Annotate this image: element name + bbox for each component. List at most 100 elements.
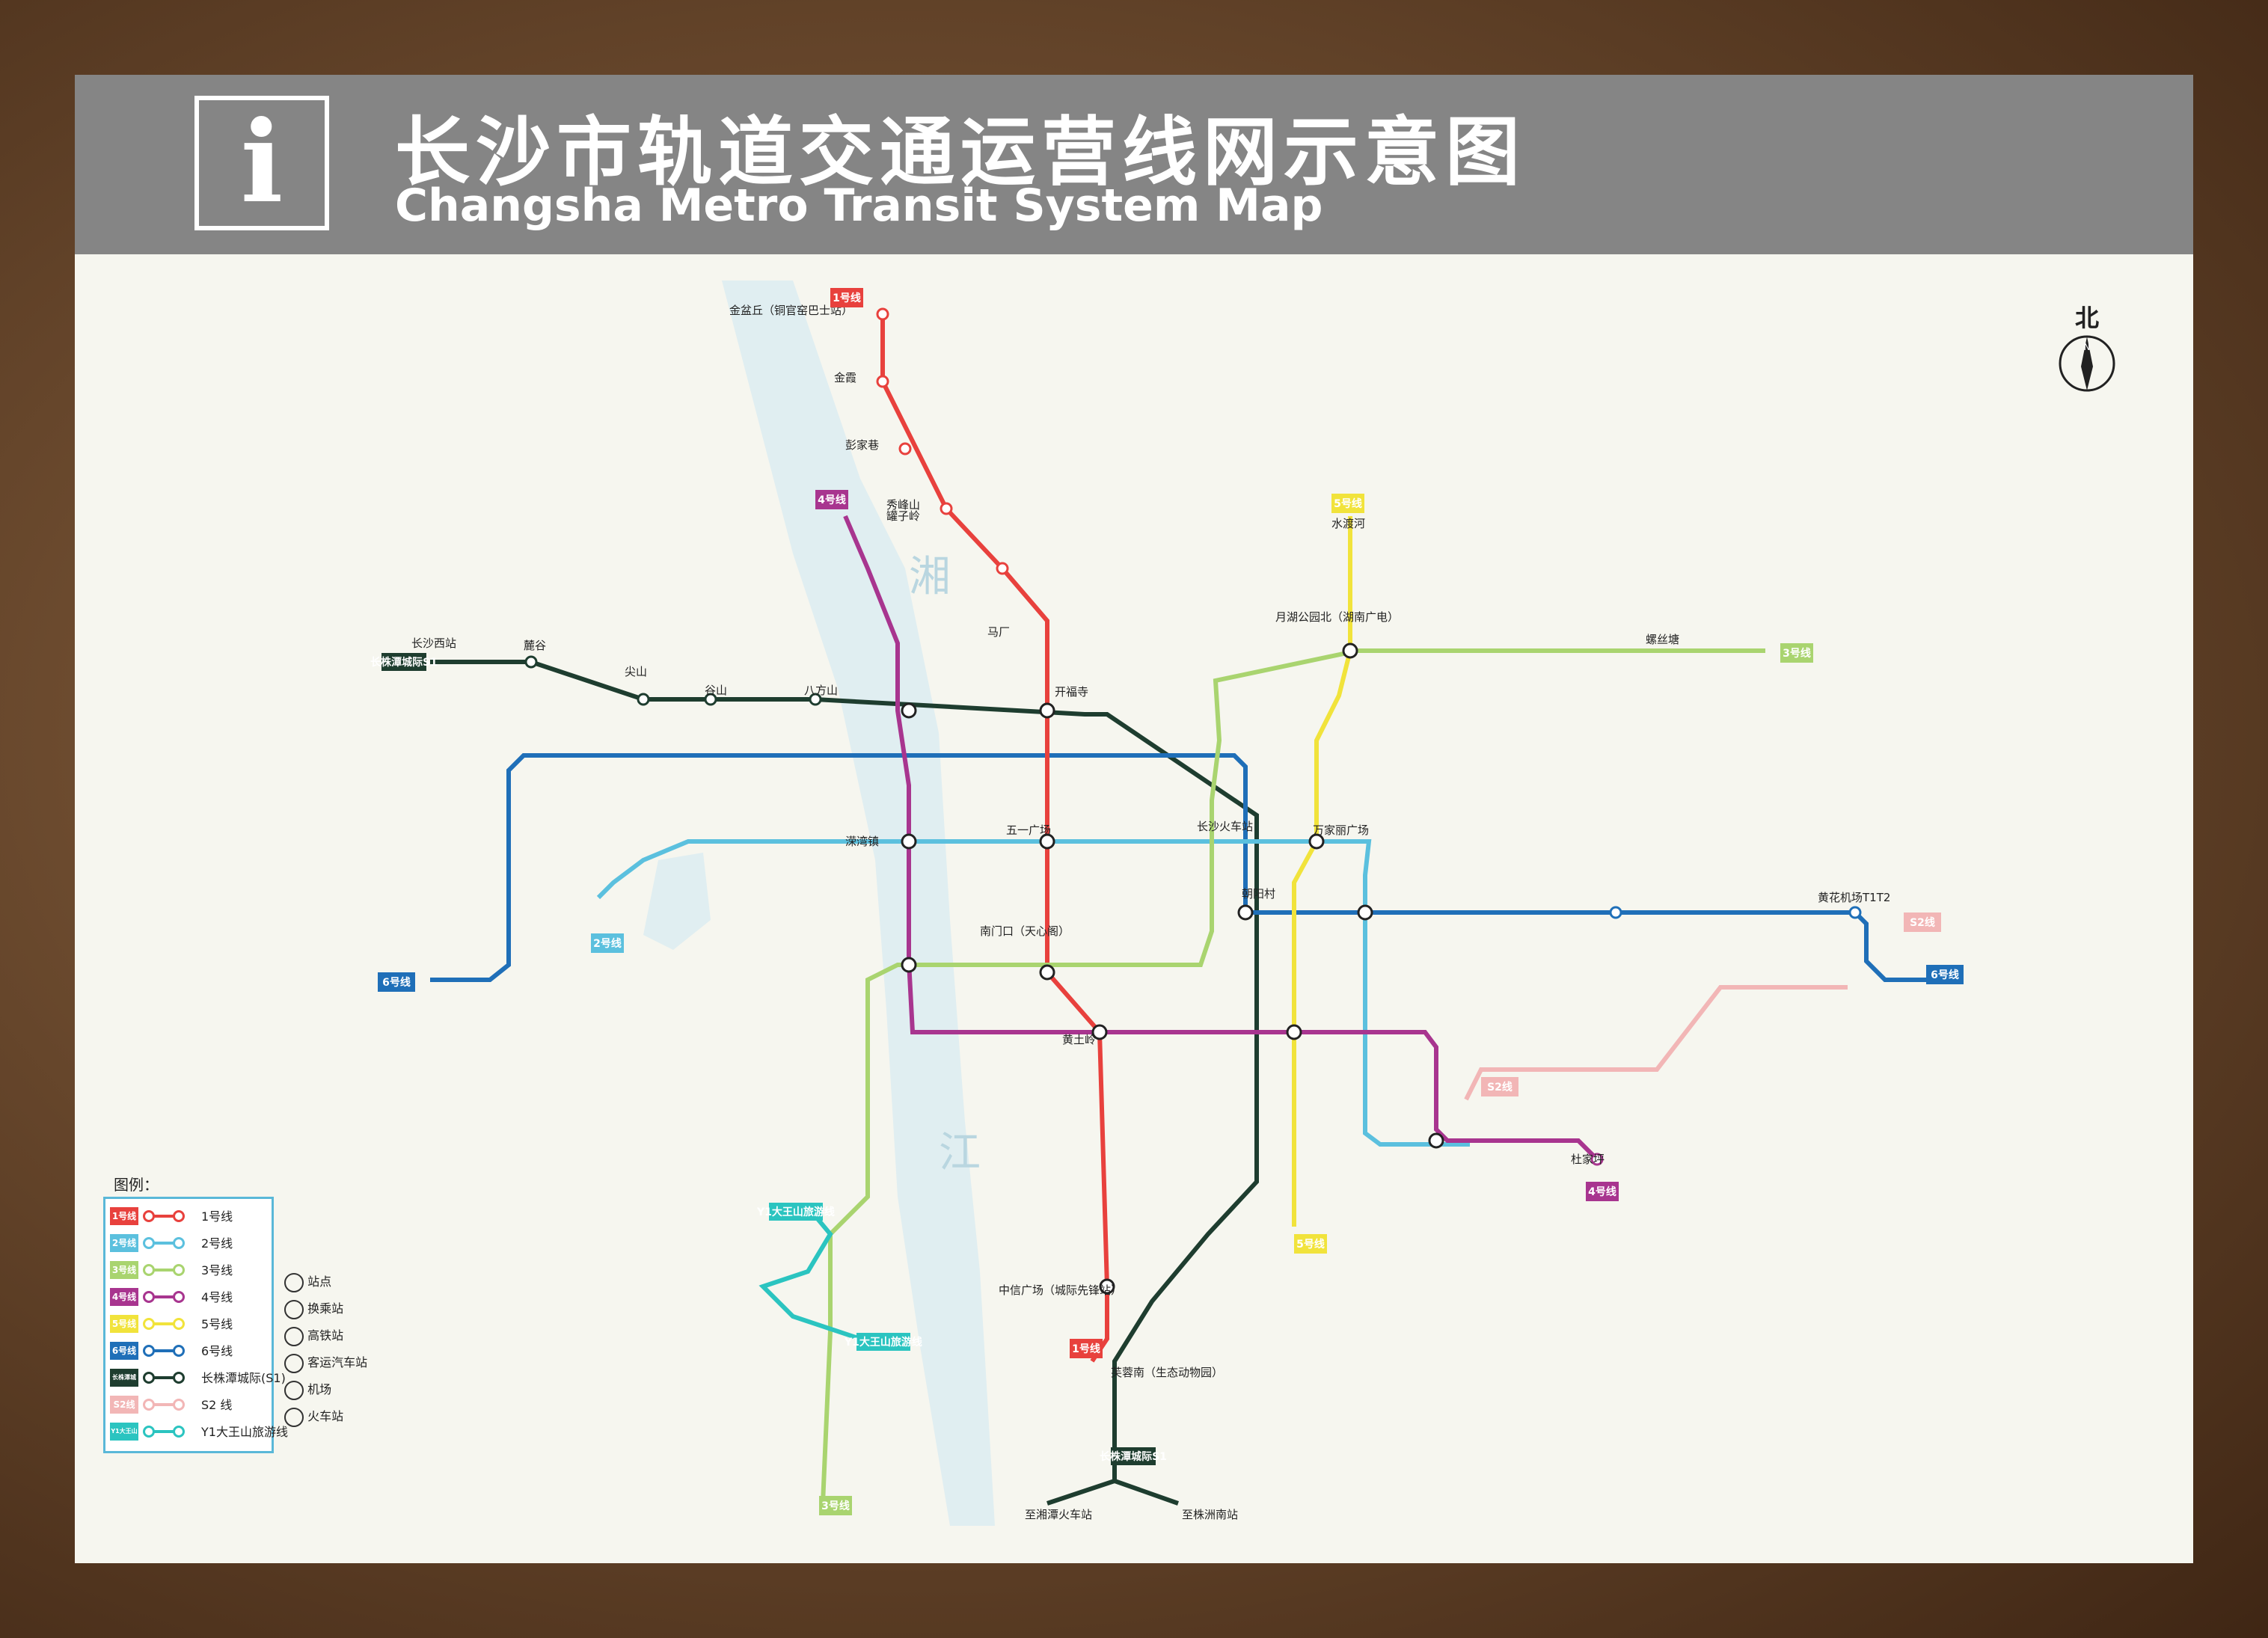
badge-line5-top: [1331, 494, 1364, 513]
station-label: 朝阳村: [1242, 887, 1275, 901]
station-label: 水渡河: [1331, 517, 1365, 530]
badge-line3-top: [1780, 643, 1813, 663]
legend-symbol-icon: [284, 1272, 304, 1292]
badge-s2-top: [1904, 912, 1941, 932]
line-badges: 1号线 1号线 4号线 4号线 5号线 5号线 6号线 6号线 2号线 3号线 …: [370, 288, 1964, 1515]
station-label: 至湘潭火车站: [1025, 1508, 1092, 1521]
legend-line-swatch: [143, 1318, 185, 1330]
svg-text:5号线: 5号线: [1334, 497, 1362, 510]
legend-line-name: 3号线: [201, 1263, 233, 1277]
compass-icon: N: [2059, 335, 2115, 392]
station-label: 罐子岭: [886, 509, 920, 523]
legend-line-row: 长株潭城际长株潭城际(S1): [105, 1366, 286, 1399]
legend-symbol-row: 高铁站: [284, 1325, 434, 1348]
legend-line-swatch: [143, 1237, 185, 1249]
station-label: 五一广场: [1006, 823, 1051, 837]
station-label: 至株洲南站: [1182, 1508, 1238, 1521]
station-label: 秀峰山: [886, 498, 920, 512]
badge-s1-left: [381, 653, 426, 671]
page-title: 长沙市轨道交通运营线网示意图: [395, 108, 1526, 196]
legend-line-name: 5号线: [201, 1317, 233, 1331]
legend-symbol-row: 机场: [284, 1379, 434, 1402]
station-label: 芙蓉南（生态动物园）: [1111, 1366, 1223, 1379]
legend-badge: 4号线: [110, 1288, 138, 1306]
line-s1: [430, 660, 1259, 1506]
badge-line6-left: [378, 972, 415, 992]
badge-line4-bottom: [1586, 1182, 1619, 1201]
badge-line1-bottom: [1070, 1339, 1103, 1358]
legend-line-row: Y1大王山 Y1大王山旅游线: [105, 1420, 288, 1443]
line-6: [430, 753, 1930, 982]
badge-line5-bottom: [1294, 1234, 1327, 1254]
legend-line-swatch: [143, 1399, 185, 1411]
legend-line-name: 2号线: [201, 1236, 233, 1251]
line-s1-branch: [1046, 1479, 1115, 1506]
station-label: 月湖公园北（湖南广电）: [1275, 610, 1399, 624]
legend-badge: 长株潭城际: [110, 1369, 138, 1399]
legend-line-swatch: [143, 1264, 185, 1276]
station-label: 黄土岭: [1062, 1033, 1096, 1046]
badge-s2-mid: [1481, 1077, 1518, 1096]
legend-badge: S2线: [110, 1396, 138, 1414]
legend-symbol-name: 高铁站: [307, 1328, 344, 1343]
line-2: [596, 839, 1470, 1147]
station-label: 黄花机场T1T2: [1818, 891, 1890, 904]
station-label: 中信广场（城际先锋站）: [999, 1283, 1122, 1297]
legend-badge: 1号线: [110, 1207, 138, 1225]
line-s2: [1464, 985, 1848, 1101]
station-label: 长沙西站: [411, 637, 456, 650]
svg-text:6号线: 6号线: [382, 976, 411, 989]
svg-text:3号线: 3号线: [821, 1500, 850, 1512]
svg-text:6号线: 6号线: [1931, 969, 1959, 981]
legend-line-row: S2线 S2 线: [105, 1393, 270, 1416]
north-label: 北: [2074, 304, 2099, 332]
river-label-jiang: 江: [939, 1129, 981, 1177]
legend-symbol-icon: [284, 1299, 304, 1319]
legend-symbol-icon: [284, 1353, 304, 1373]
legend-line-name: 4号线: [201, 1290, 233, 1304]
legend-line-swatch: [143, 1345, 185, 1357]
station-labels: 金盆丘（铜官窑巴士站） 金霞 彭家巷 秀峰山 马厂 开福寺 五一广场 南门口（天…: [411, 304, 1890, 1521]
line-4: [843, 515, 1599, 1162]
svg-text:2号线: 2号线: [593, 937, 622, 950]
legend-badge: 5号线: [110, 1315, 138, 1333]
legend-badge: 3号线: [110, 1261, 138, 1279]
legend-line-swatch: [143, 1372, 185, 1384]
legend-line-name: S2 线: [201, 1398, 233, 1412]
legend-symbol-icon: [284, 1380, 304, 1400]
legend-symbol-row: 火车站: [284, 1406, 434, 1429]
legend-symbol-row: 站点: [284, 1272, 434, 1294]
line-y1: [758, 1209, 861, 1341]
legend-symbol-row: 换乘站: [284, 1298, 434, 1321]
station-label: 螺丝塘: [1646, 633, 1679, 646]
legend-line-swatch: [143, 1426, 185, 1438]
xiang-river: [722, 280, 995, 1526]
svg-text:1号线: 1号线: [833, 292, 861, 304]
svg-text:3号线: 3号线: [1783, 647, 1811, 660]
legend-line-row: 4号线 4号线: [105, 1286, 270, 1308]
svg-text:长株潭城际S1: 长株潭城际S1: [370, 656, 438, 669]
legend-symbol-name: 火车站: [307, 1409, 344, 1423]
badge-line6-right: [1926, 965, 1964, 984]
station-label: 南门口（天心阁）: [980, 924, 1070, 938]
station-label: 马厂: [987, 625, 1010, 639]
legend-line-name: Y1大王山旅游线: [201, 1425, 288, 1439]
legend-badge: Y1大王山: [110, 1423, 138, 1441]
svg-text:Y1大王山旅游线: Y1大王山旅游线: [844, 1336, 922, 1349]
station-label: 麓谷: [524, 639, 546, 652]
legend-symbol-name: 机场: [307, 1382, 332, 1396]
badge-y1-b: [856, 1333, 910, 1351]
svg-text:长株潭城际S1: 长株潭城际S1: [1100, 1450, 1167, 1463]
svg-text:4号线: 4号线: [1588, 1185, 1616, 1198]
station-label: 开福寺: [1055, 685, 1088, 699]
station-label: 八方山: [804, 684, 838, 697]
header-bar: i 长沙市轨道交通运营线网示意图 Changsha Metro Transit …: [75, 75, 2193, 254]
legend-badge: 6号线: [110, 1342, 138, 1360]
badge-line4-top: [815, 490, 848, 509]
svg-text:5号线: 5号线: [1296, 1238, 1325, 1251]
